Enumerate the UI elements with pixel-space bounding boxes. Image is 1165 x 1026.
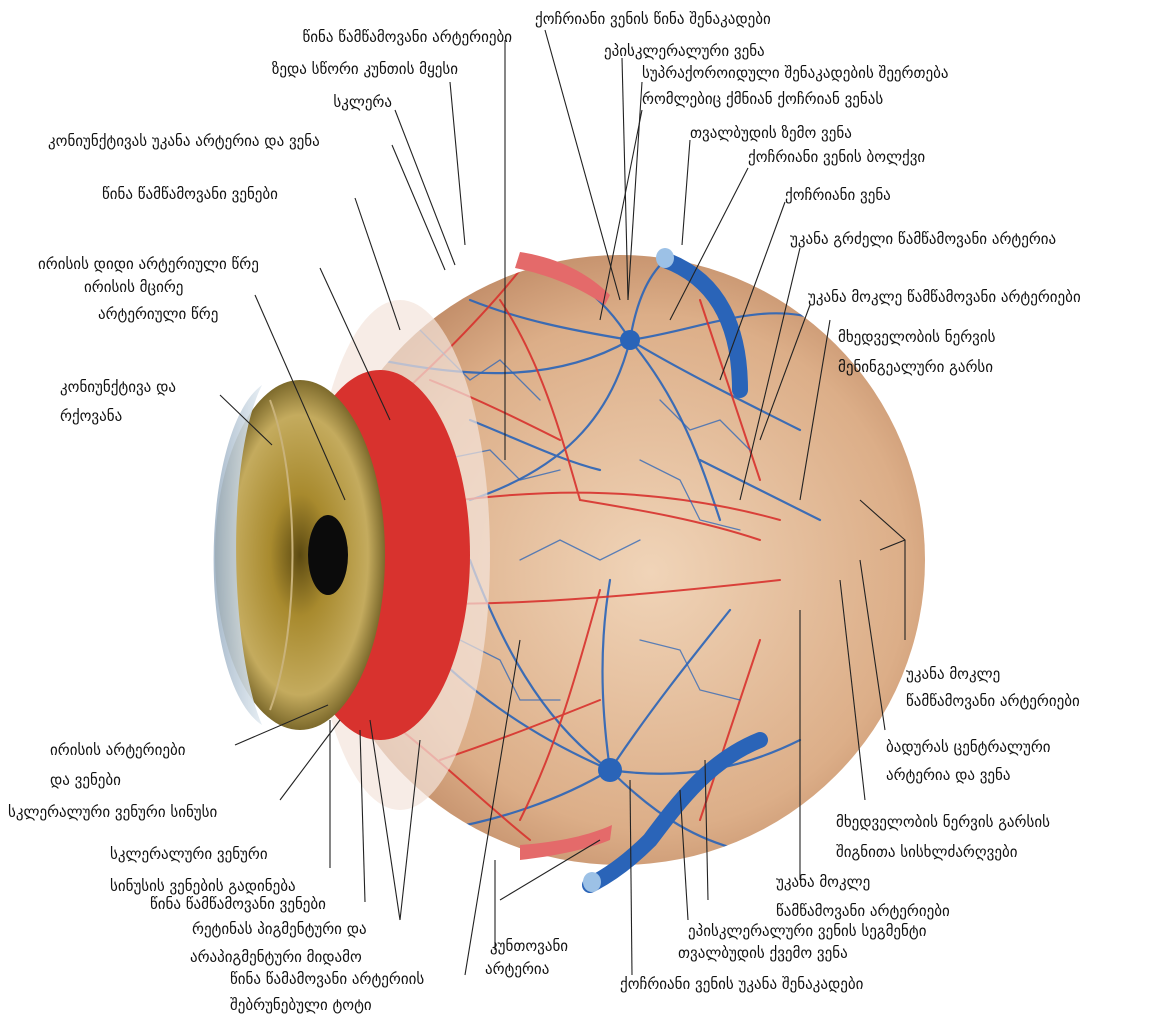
label-short-posterior-ciliary-arteries-top: უკანა მოკლე წამწამოვანი არტერიები <box>808 288 1081 306</box>
label-major-arterial-circle-iris: ირისის დიდი არტერიული წრე <box>38 255 259 273</box>
label-inferior-orbital-vein: თვალბუდის ქვემო ვენა <box>678 944 848 962</box>
label-muscular: კუნთოვანი <box>490 937 568 955</box>
label-iris-arteries: ირისის არტერიები <box>50 741 186 759</box>
label-minor-iris: ირისის მცირე <box>84 278 183 296</box>
label-artery: არტერია <box>485 960 549 978</box>
label-and-veins: და ვენები <box>50 771 121 789</box>
label-suprachoroidal-junction: სუპრაქოროიდული შენაკადების შეერთება <box>642 64 949 82</box>
label-superior-orbital-vein: თვალბუდის ზემო ვენა <box>690 124 852 142</box>
label-inner-vessels: შიგნითა სისხლძარღვები <box>836 843 1018 861</box>
label-short-posterior-right-1: უკანა მოკლე <box>906 665 1000 683</box>
label-vortex-ampulla: ქოჩრიანი ვენის ბოლქვი <box>748 148 925 166</box>
label-vortex-posterior-tributaries: ქოჩრიანი ვენის უკანა შენაკადები <box>620 975 863 993</box>
label-sclera: სკლერა <box>333 93 392 111</box>
label-ciliary-arteries-right-2: წამწამოვანი არტერიები <box>776 902 950 920</box>
label-anterior-ciliary-arteries: წინა წამწამოვანი არტერიები <box>303 28 513 46</box>
pupil <box>308 515 348 595</box>
label-superior-rectus-tendon: ზედა სწორი კუნთის მყესი <box>272 60 458 78</box>
label-short-posterior-right-2: უკანა მოკლე <box>776 873 870 891</box>
label-long-posterior-ciliary-artery: უკანა გრძელი წამწამოვანი არტერია <box>790 230 1056 248</box>
label-episcleral-vein: ეპისკლერალური ვენა <box>604 42 765 60</box>
label-non-pigmented-area: არაპიგმენტური მიდამო <box>190 948 362 966</box>
label-arterial-circle: არტერიული წრე <box>98 305 218 323</box>
label-vortex-anterior-tributaries: ქოჩრიანი ვენის წინა შენაკადები <box>535 10 771 28</box>
label-anterior-ciliary-artery: წინა წამამოვანი არტერიის <box>230 970 424 988</box>
label-posterior-conjunctival-artery-vein: კონიუნქტივას უკანა არტერია და ვენა <box>48 132 320 150</box>
label-conjunctiva-and: კონიუნქტივა და <box>60 378 176 396</box>
label-optic-nerve-sheath: მხედველობის ნერვის გარსის <box>836 813 1050 831</box>
anterior-segment <box>214 300 490 810</box>
label-anterior-ciliary-veins: წინა წამწამოვანი ვენები <box>102 185 278 203</box>
label-cornea: რქოვანა <box>60 407 122 425</box>
label-meningeal-sheath: მენინგეალური გარსი <box>838 358 993 376</box>
label-forming-vortex-vein: რომლებიც ქმნიან ქოჩრიან ვენას <box>642 90 883 108</box>
label-sinus-vein-drainage: სინუსის ვენების გადინება <box>110 877 296 895</box>
label-central-retinal: ბადურას ცენტრალური <box>886 738 1051 756</box>
label-scleral-venous-sinus: სკლერალური ვენური სინუსი <box>8 803 217 821</box>
label-artery-and-vein: არტერია და ვენა <box>886 766 1011 784</box>
label-anterior-ciliary-veins-bottom: წინა წამწამოვანი ვენები <box>150 895 326 913</box>
label-vortex-vein: ქოჩრიანი ვენა <box>785 186 891 204</box>
label-retina-pigmented: რეტინას პიგმენტური და <box>192 920 367 938</box>
label-recurrent-branch: შებრუნებული ტოტი <box>230 996 372 1014</box>
label-optic-nerve: მხედველობის ნერვის <box>838 328 995 346</box>
label-episcleral-vein-segment: ეპისკლერალური ვენის სეგმენტი <box>688 922 926 940</box>
label-scleral-venous: სკლერალური ვენური <box>110 845 268 863</box>
label-ciliary-arteries-right-1: წამწამოვანი არტერიები <box>906 692 1080 710</box>
